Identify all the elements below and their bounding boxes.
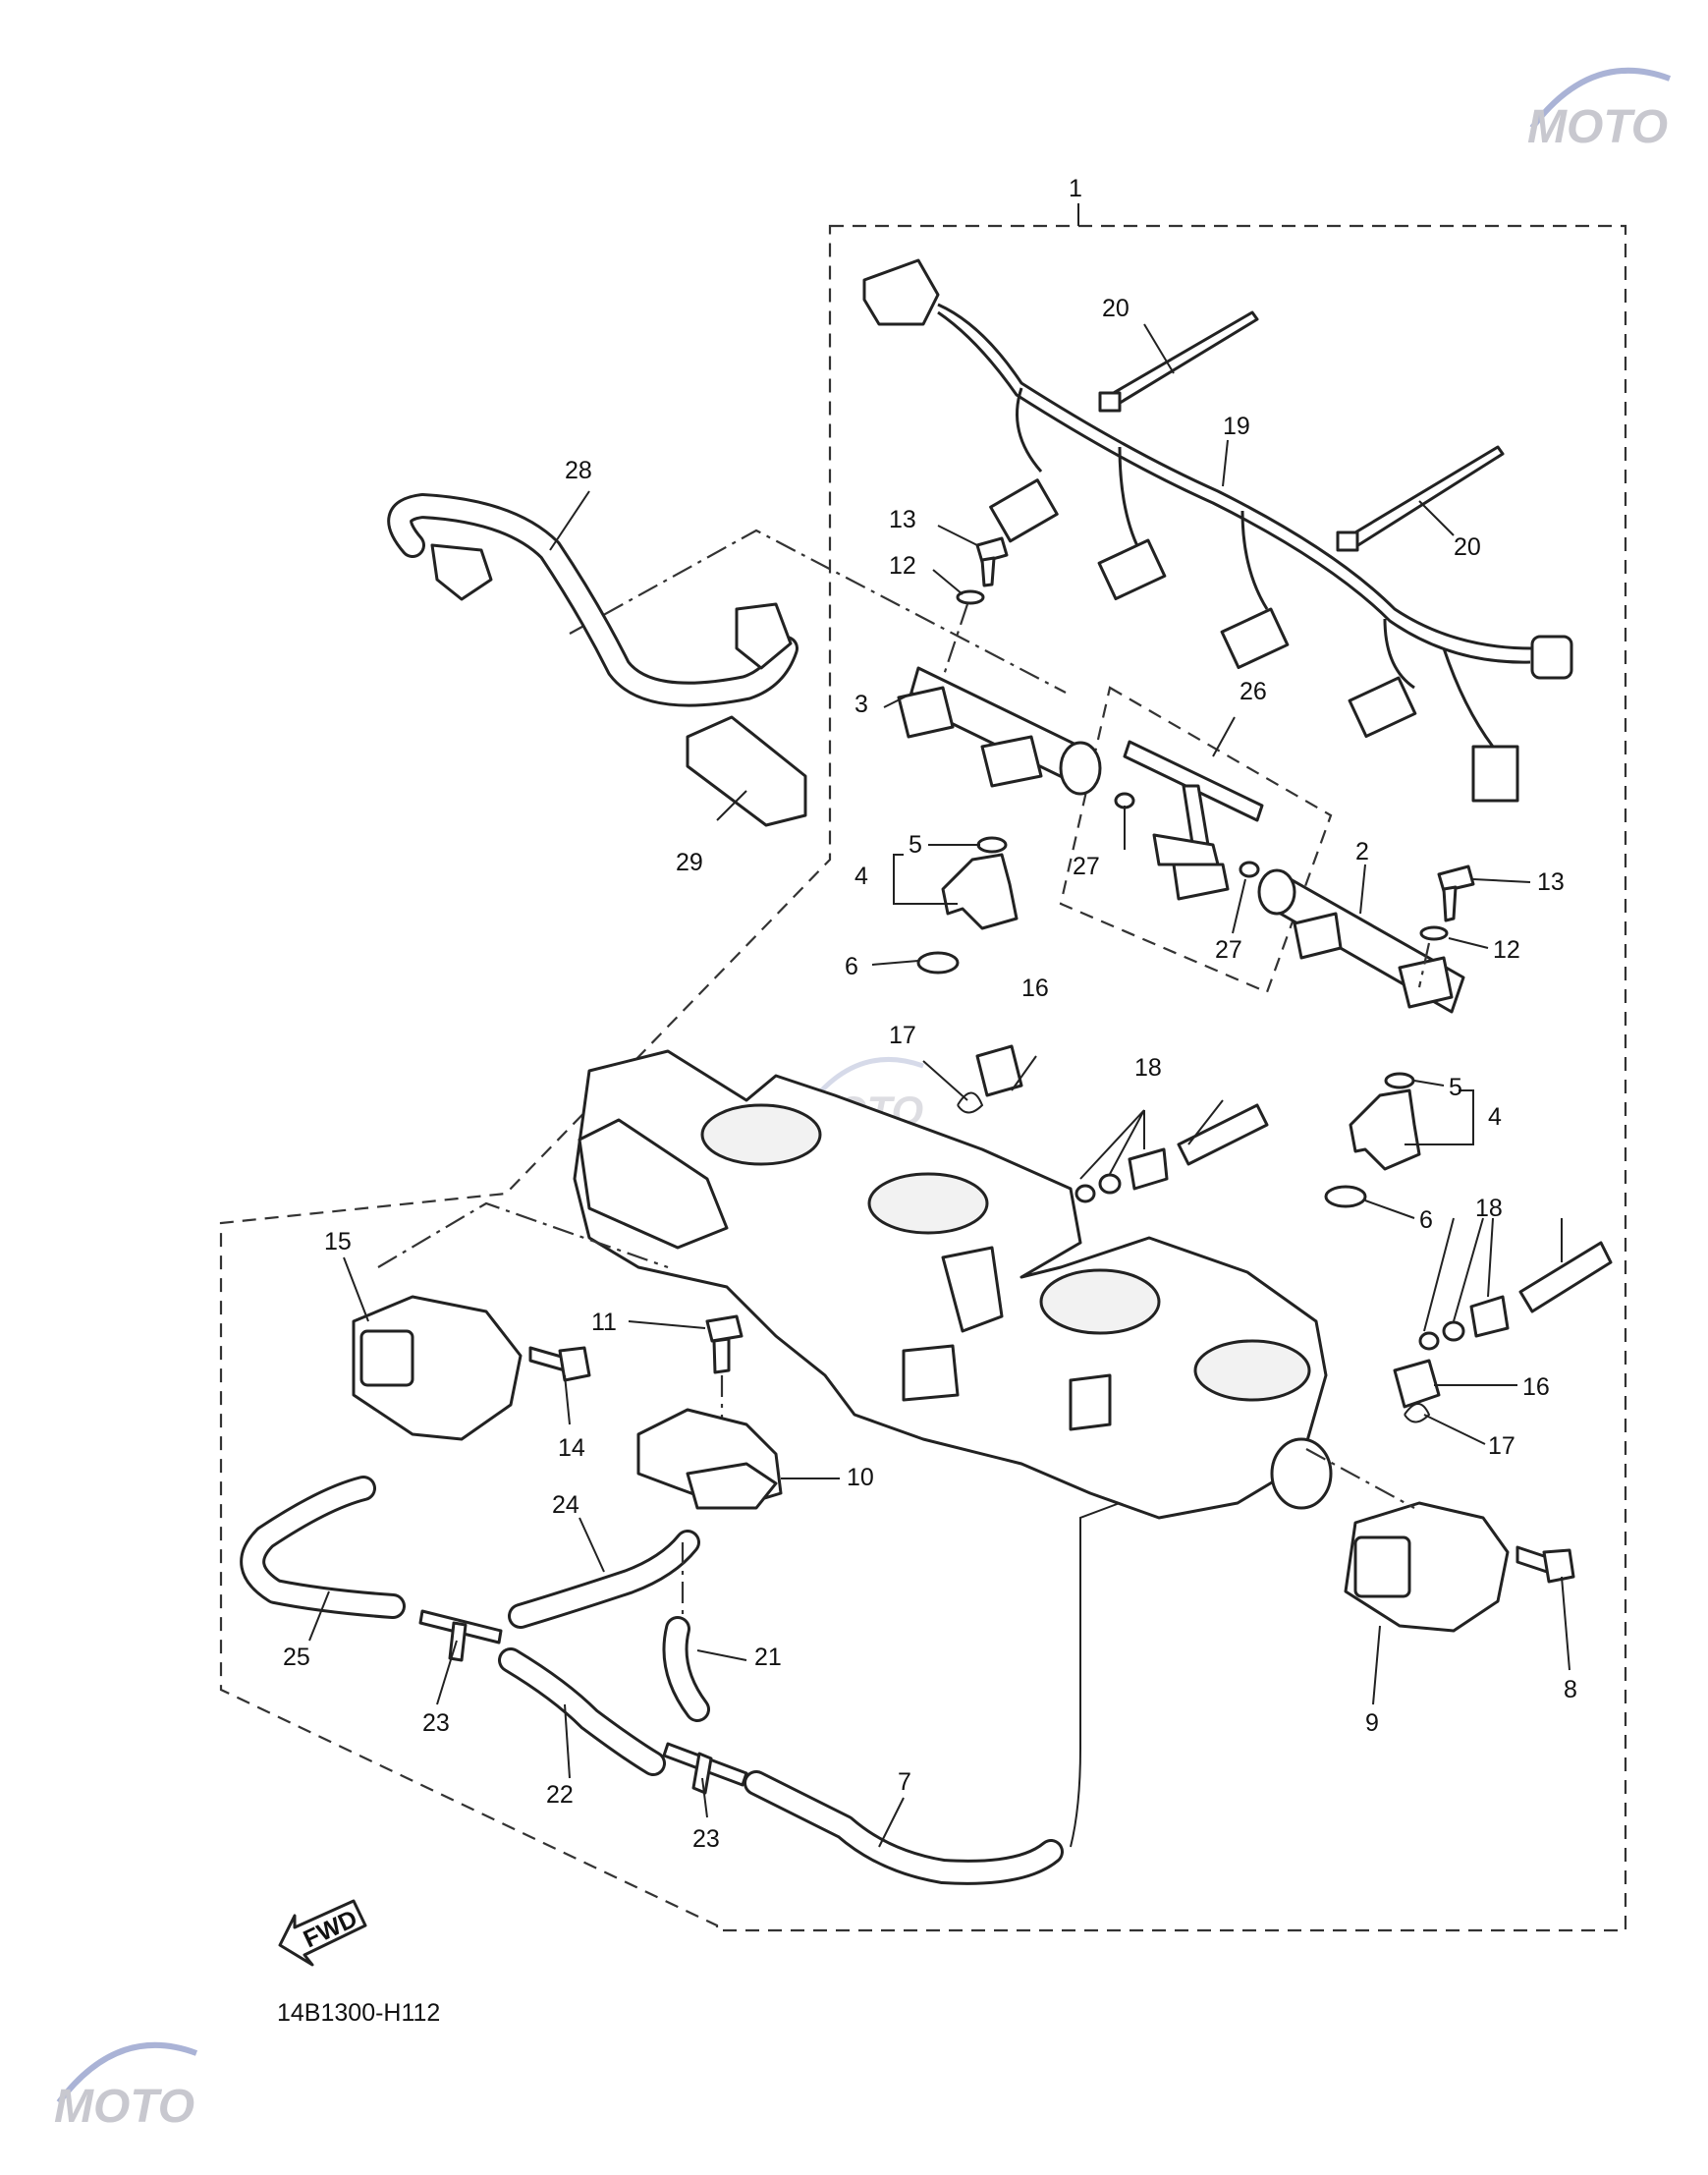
callout-11: 11	[591, 1309, 617, 1336]
callout-20-upper: 20	[1102, 295, 1129, 322]
assembly-1-boundary	[219, 224, 1627, 1932]
throttle-body	[573, 1049, 1333, 1520]
callout-16-right: 16	[1522, 1373, 1550, 1401]
injector-left	[916, 836, 1019, 975]
bolt-14	[528, 1346, 591, 1382]
callout-13-left: 13	[889, 506, 916, 533]
callout-9: 9	[1365, 1709, 1379, 1737]
leader-lines	[308, 323, 1570, 1848]
sensor-9	[1344, 1501, 1510, 1633]
cable-tie-upper	[1098, 310, 1259, 413]
watermark-text-bottom: MOTO	[54, 2081, 194, 2133]
sensor-15	[352, 1295, 523, 1441]
screw-set-18-upper	[1074, 1103, 1269, 1203]
callout-27-right: 27	[1215, 936, 1242, 964]
bolt-13-left	[975, 536, 1009, 587]
callout-14: 14	[558, 1434, 585, 1462]
injector-right	[1324, 1072, 1421, 1208]
hose-22	[498, 1647, 666, 1776]
callout-18-upper: 18	[1134, 1054, 1162, 1082]
cable-tie-right	[1336, 445, 1505, 552]
callout-25: 25	[283, 1644, 310, 1671]
callout-18-right: 18	[1475, 1195, 1503, 1222]
hose-7	[744, 1770, 1064, 1885]
callout-7: 7	[898, 1768, 911, 1796]
watermark-logo-top: MOTO	[1527, 67, 1672, 153]
callout-27-left: 27	[1073, 853, 1100, 880]
fuel-rail-right	[1257, 868, 1465, 1014]
callout-28: 28	[565, 457, 592, 484]
callout-17-right: 17	[1488, 1432, 1515, 1460]
callout-21: 21	[754, 1644, 782, 1671]
callout-12-left: 12	[889, 552, 916, 580]
callout-22: 22	[546, 1781, 574, 1809]
cap-16-right	[1393, 1359, 1441, 1409]
bolt-8	[1515, 1545, 1575, 1584]
pressure-regulator	[1114, 740, 1264, 901]
clip-17-right	[1404, 1403, 1431, 1423]
callout-12-right: 12	[1493, 936, 1520, 964]
hose-21	[662, 1616, 710, 1722]
tee-fitting-lower	[662, 1742, 748, 1795]
callout-1: 1	[1069, 175, 1082, 202]
callout-20-right: 20	[1454, 533, 1481, 561]
fuel-rail-left	[897, 666, 1102, 796]
callout-16-upper: 16	[1021, 975, 1049, 1002]
callout-5-left: 5	[909, 831, 922, 859]
callouts: 1 2 3 4 4 5 5 6 6 7 8 9 10 11 12 12 13 1…	[283, 175, 1577, 1853]
callout-10: 10	[847, 1464, 874, 1491]
callout-23-right: 23	[692, 1825, 720, 1853]
bolt-11	[705, 1314, 744, 1374]
screw-set-18-right	[1418, 1241, 1613, 1351]
hose-24	[508, 1530, 700, 1629]
sensor-9-indicator	[1305, 1448, 1415, 1509]
tee-fitting-upper	[418, 1609, 503, 1662]
sensor-10	[636, 1408, 783, 1510]
fwd-arrow-icon: FWD	[278, 1899, 367, 1967]
hose-7-routing	[1070, 1502, 1121, 1848]
callout-15: 15	[324, 1228, 352, 1255]
washer-12-right	[1419, 925, 1449, 941]
assembly-28-boundary	[569, 529, 1067, 694]
hose-28	[387, 493, 799, 707]
clip-17-upper	[957, 1091, 984, 1114]
callout-17-upper: 17	[889, 1022, 916, 1049]
watermark-logo-bottom: MOTO	[54, 2041, 198, 2133]
callout-4-left: 4	[854, 863, 868, 890]
callout-26: 26	[1240, 678, 1267, 705]
callout-4-right: 4	[1488, 1103, 1502, 1131]
washer-12-left	[956, 589, 985, 605]
callout-24: 24	[552, 1491, 579, 1519]
watermark-text-top: MOTO	[1527, 101, 1668, 153]
hose-25	[240, 1476, 406, 1619]
assembly-26-boundary	[1059, 686, 1333, 994]
callout-23-left: 23	[422, 1709, 450, 1737]
bolt-13-right	[1437, 864, 1475, 922]
callout-6-right: 6	[1419, 1206, 1433, 1234]
callout-6-left: 6	[845, 953, 858, 980]
callout-29: 29	[676, 849, 703, 876]
callout-19: 19	[1223, 413, 1250, 440]
callout-13-right: 13	[1537, 868, 1565, 896]
drawing-code: 14B1300-H112	[277, 1999, 440, 2027]
callout-2: 2	[1355, 838, 1369, 865]
callout-8: 8	[1564, 1676, 1577, 1703]
wire-harness	[862, 258, 1573, 803]
clamp-29	[686, 715, 807, 827]
callout-3: 3	[854, 691, 868, 718]
callout-5-right: 5	[1449, 1074, 1462, 1101]
sensor-15-indicator	[377, 1201, 669, 1269]
cap-16-upper	[975, 1044, 1023, 1097]
